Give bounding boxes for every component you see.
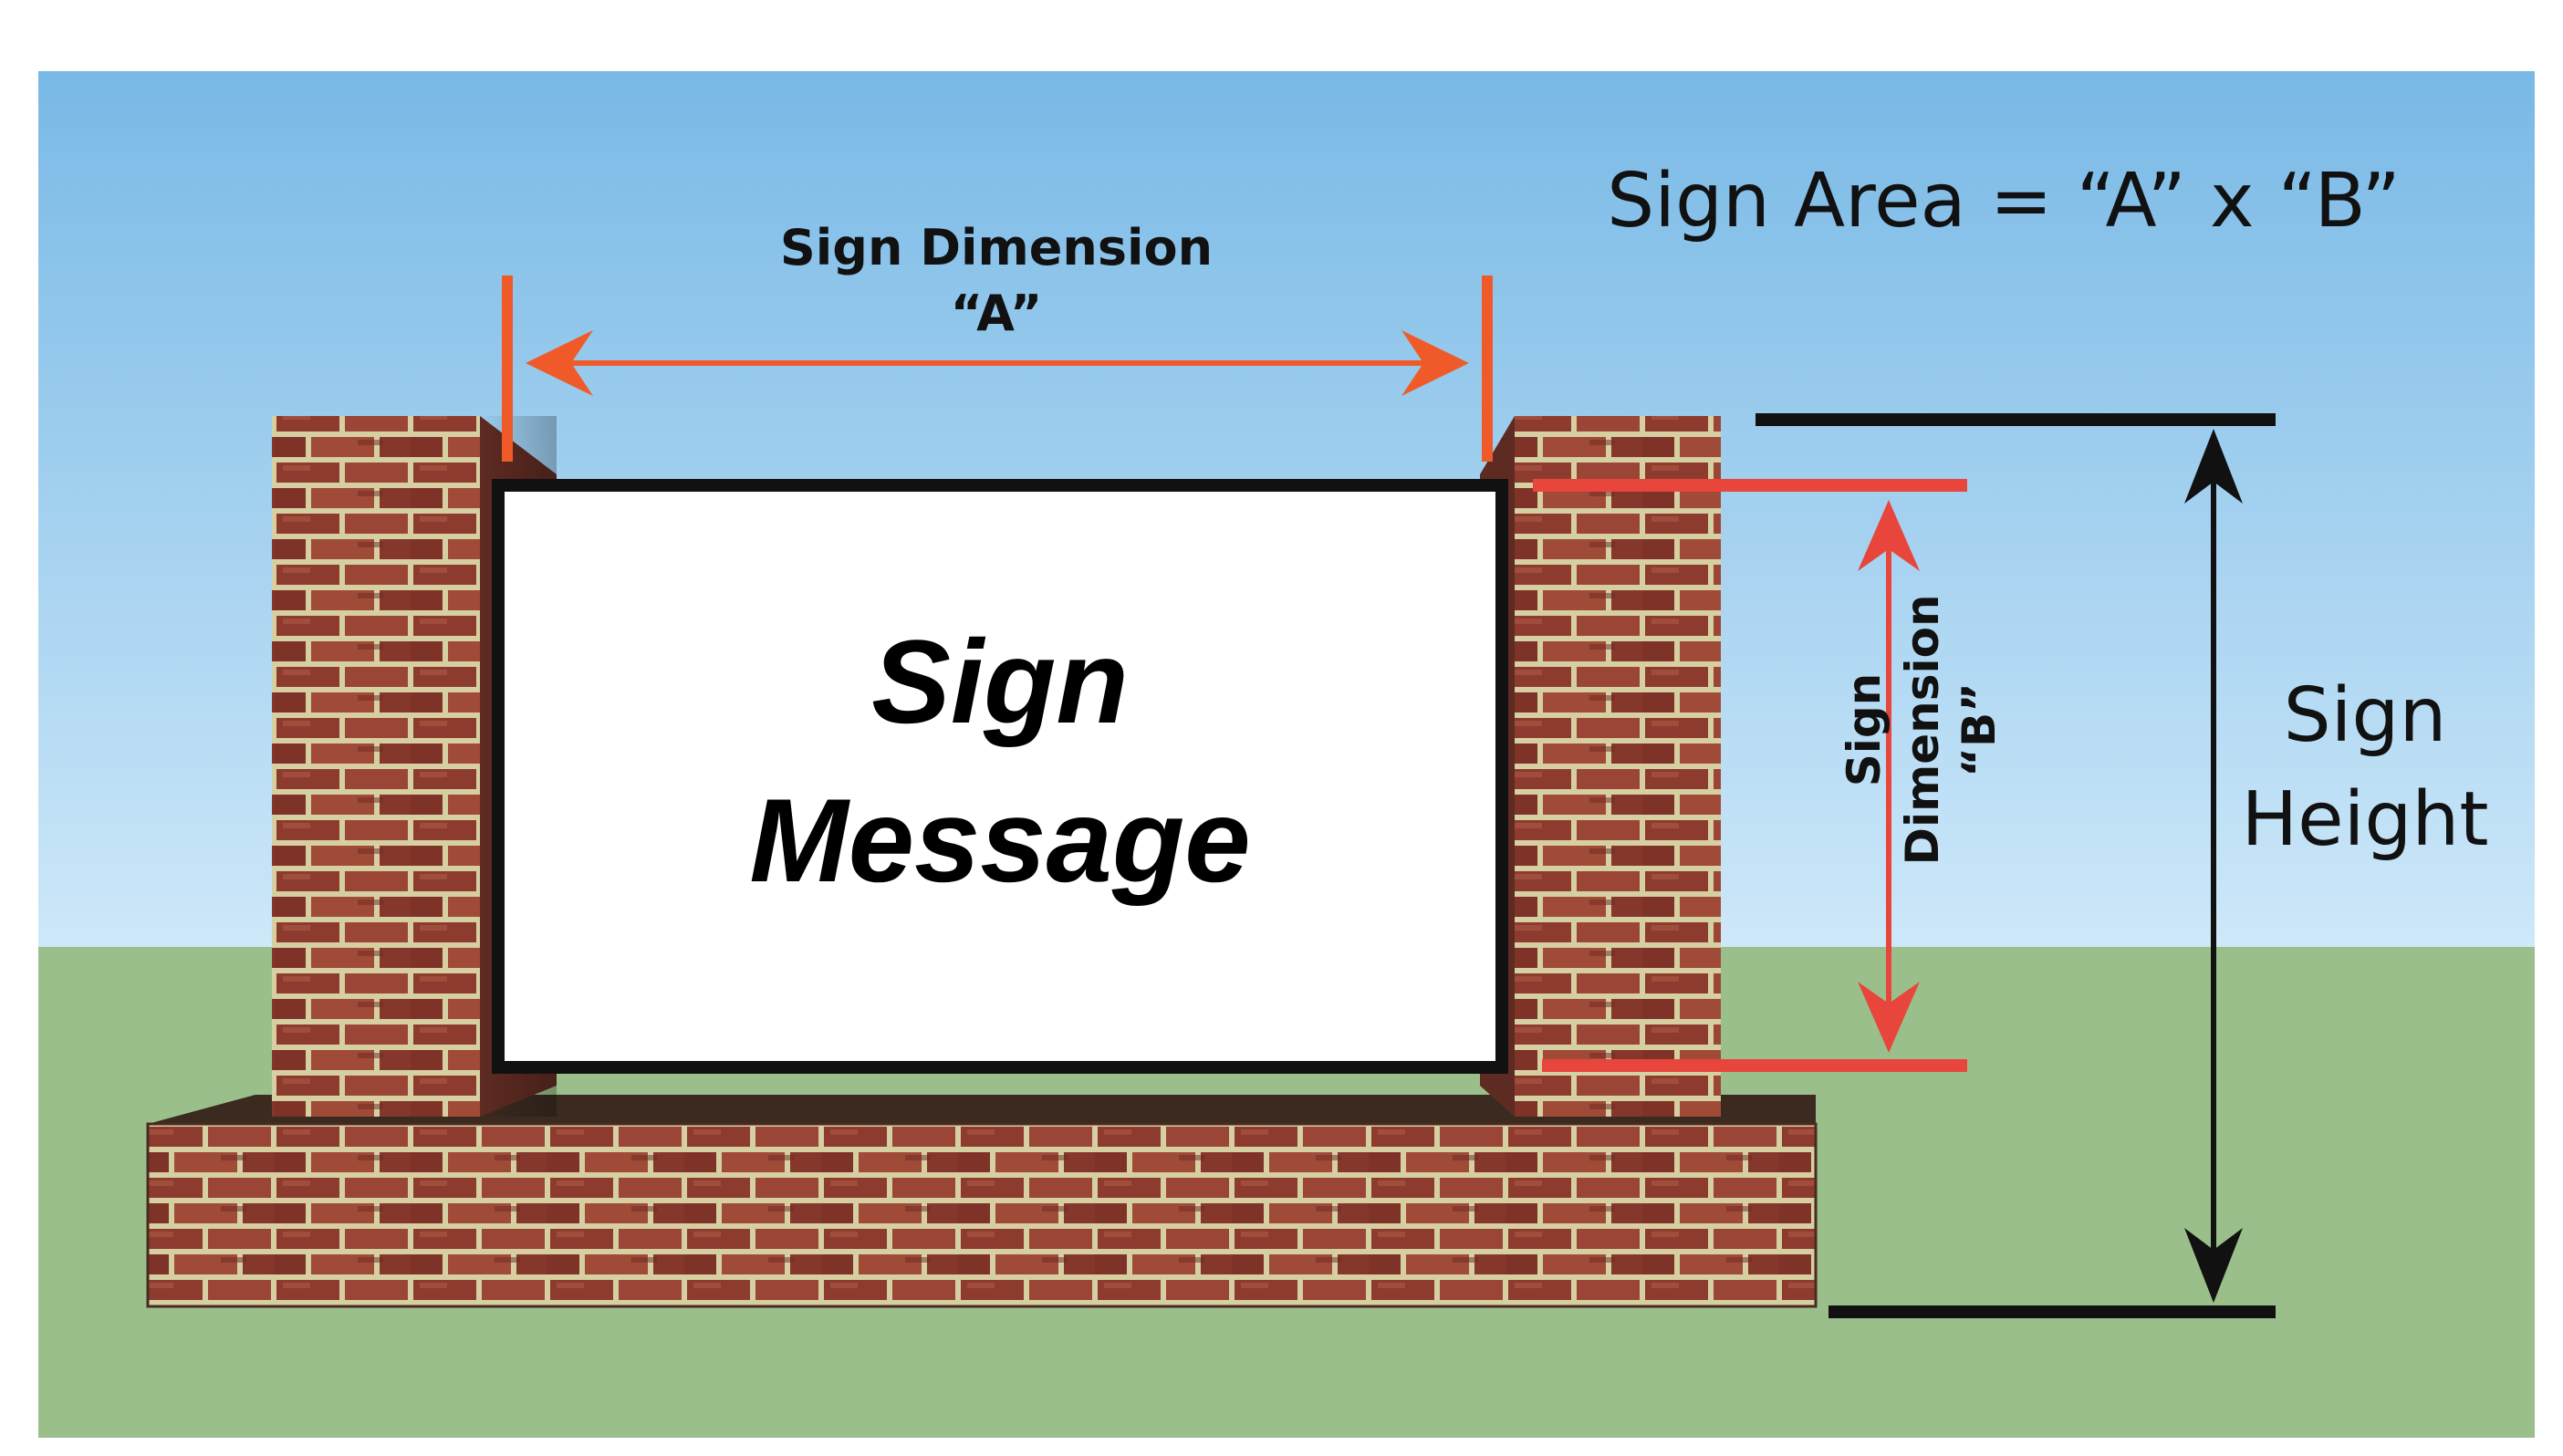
dimension-b-letter: “B” <box>1953 682 2006 777</box>
dimension-b-line1: Sign <box>1838 673 1891 787</box>
dimension-b-top-arrow <box>1858 500 1920 571</box>
dimension-b-bottom-arrow <box>1858 982 1920 1053</box>
sign-area-formula: Sign Area = “A” x “B” <box>1607 158 2401 244</box>
brick-base <box>146 1095 1818 1308</box>
dimension-b-label: Sign Dimension “B” <box>1838 594 2006 865</box>
sign-message-line2: Message <box>749 774 1250 907</box>
sign-height-top-arrow <box>2184 429 2243 504</box>
dimension-a-indicator <box>502 276 1493 462</box>
right-brick-pillar <box>1480 416 1721 1117</box>
sign-message-line1: Sign <box>871 615 1129 748</box>
sign-height-line2: Height <box>2241 776 2488 863</box>
dimension-b-line2: Dimension <box>1896 594 1949 865</box>
sign-height-line1: Sign <box>2284 672 2447 759</box>
dimension-a-right-arrow <box>1401 330 1469 396</box>
sign-height-indicator <box>1756 413 2276 1318</box>
dimension-a-left-arrow <box>526 330 593 396</box>
sign-height-bottom-arrow <box>2184 1228 2243 1303</box>
dimension-a-title: Sign Dimension <box>780 219 1213 276</box>
dimension-b-indicator <box>1533 479 1967 1072</box>
dimension-a-letter: “A” <box>951 285 1043 342</box>
sign-panel <box>492 479 1508 1074</box>
